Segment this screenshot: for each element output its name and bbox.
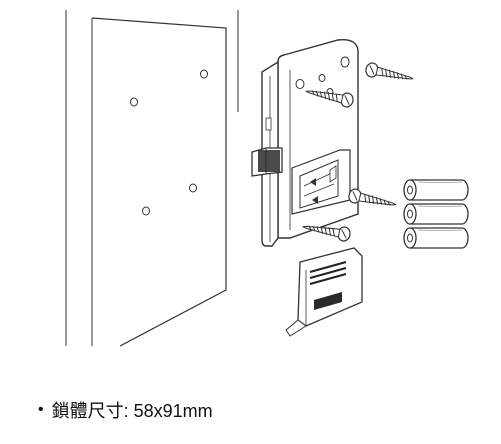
lock-body bbox=[251, 39, 359, 247]
bullet-icon: • bbox=[38, 401, 44, 418]
lock-size-caption: • 鎖體尺寸: 58x91mm bbox=[38, 397, 213, 423]
battery-icon bbox=[403, 179, 469, 249]
caption-text: 鎖體尺寸: 58x91mm bbox=[51, 401, 213, 421]
battery-cover bbox=[285, 247, 363, 337]
cabinet-door-panel bbox=[65, 10, 239, 347]
lock-installation-diagram bbox=[65, 10, 469, 347]
